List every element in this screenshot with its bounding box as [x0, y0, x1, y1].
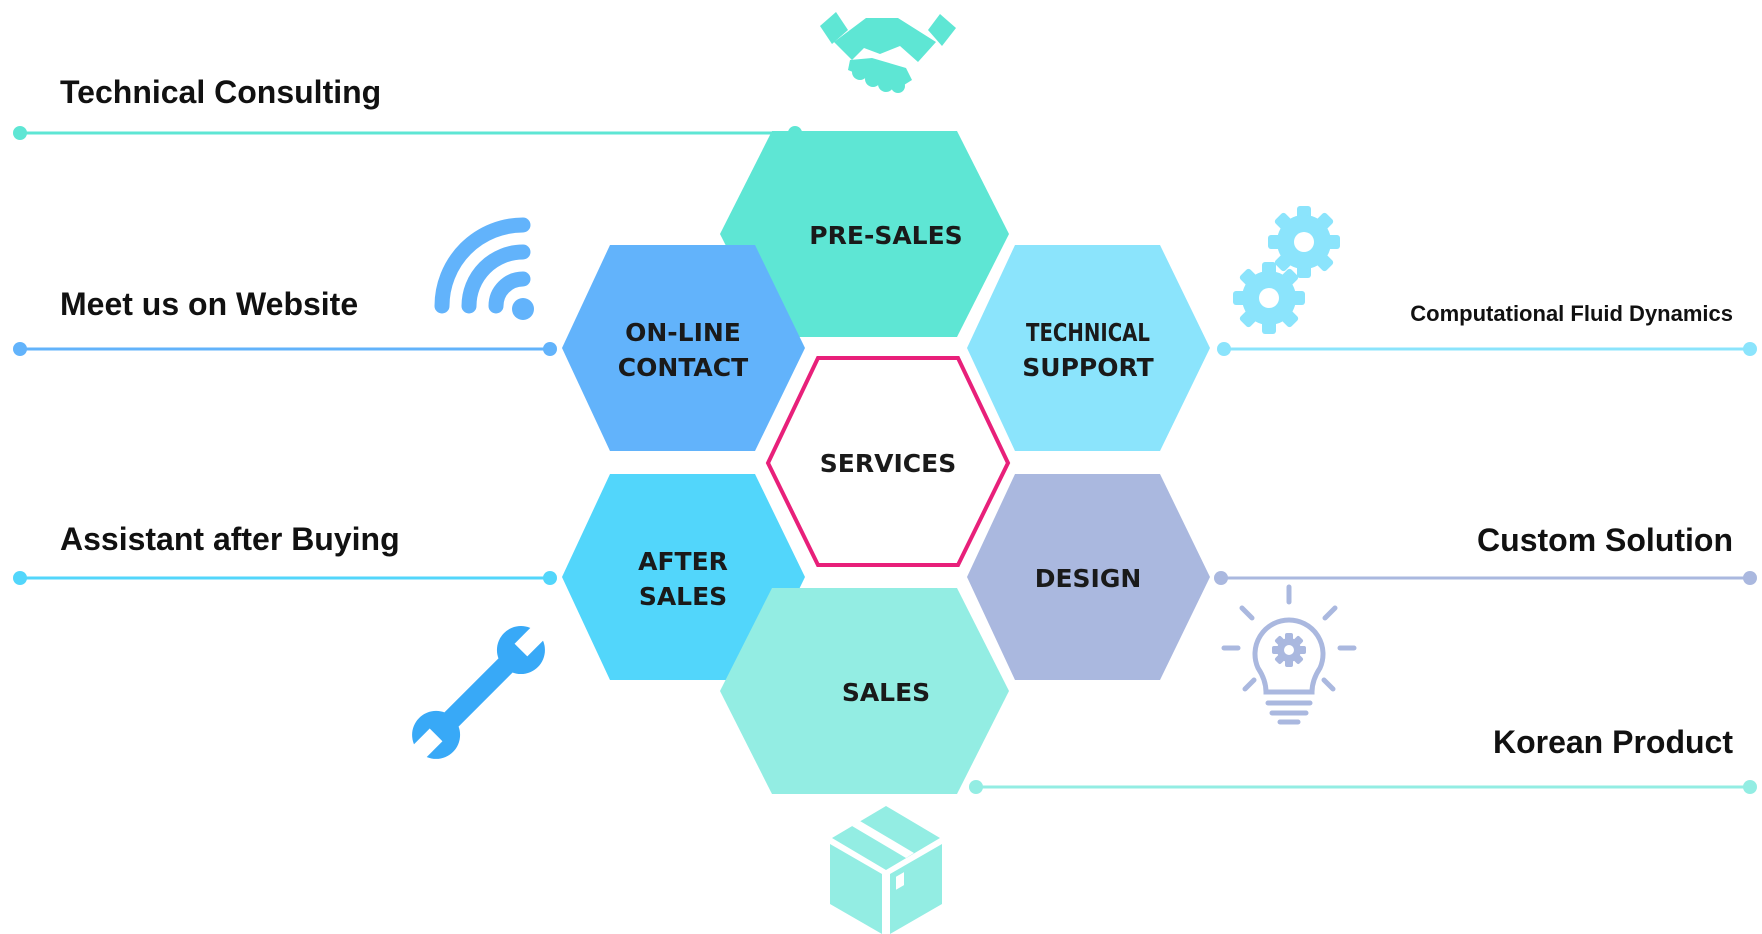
hex-after-sales-line1: AFTER — [638, 547, 728, 576]
lightbulb-icon — [1221, 584, 1357, 725]
hex-design-label: DESIGN — [1035, 564, 1142, 593]
connector-cfd — [1217, 342, 1757, 356]
label-korean-product: Korean Product — [1493, 724, 1733, 760]
wifi-icon — [434, 217, 534, 320]
label-assistant-after-buying: Assistant after Buying — [60, 521, 400, 557]
connector-custom-solution — [1214, 571, 1757, 585]
hex-services-label: SERVICES — [820, 449, 956, 478]
handshake-icon — [820, 12, 956, 93]
connector-meet-website — [13, 342, 557, 356]
box-icon — [830, 806, 942, 934]
wrench-icon — [409, 623, 548, 762]
hex-sales-label: SALES — [842, 678, 930, 707]
hex-after-sales[interactable]: AFTER SALES — [562, 474, 805, 680]
connector-assistant-after-buying — [13, 571, 557, 585]
hex-sales[interactable]: SALES — [720, 588, 1009, 794]
hex-online-contact[interactable]: ON-LINE CONTACT — [562, 245, 805, 451]
label-meet-website: Meet us on Website — [60, 286, 358, 322]
connector-technical-consulting — [13, 126, 802, 140]
label-custom-solution: Custom Solution — [1477, 522, 1733, 558]
hex-online-contact-line1: ON-LINE — [625, 318, 741, 347]
hex-technical-support-line2: SUPPORT — [1022, 353, 1153, 382]
hex-design[interactable]: DESIGN — [967, 474, 1210, 680]
hex-services-center[interactable]: SERVICES — [765, 356, 1011, 567]
hex-after-sales-line2: SALES — [639, 582, 727, 611]
hex-pre-sales-label: PRE-SALES — [809, 221, 962, 250]
hex-pre-sales[interactable]: PRE-SALES — [720, 131, 1009, 337]
label-cfd: Computational Fluid Dynamics — [1410, 301, 1733, 326]
hex-technical-support-line1: TECHNICAL — [1026, 318, 1150, 347]
connector-korean-product — [969, 780, 1757, 794]
hex-technical-support[interactable]: TECHNICAL SUPPORT — [967, 245, 1210, 451]
label-technical-consulting: Technical Consulting — [60, 74, 381, 110]
gears-icon — [1233, 206, 1340, 334]
hex-online-contact-line2: CONTACT — [618, 353, 748, 382]
